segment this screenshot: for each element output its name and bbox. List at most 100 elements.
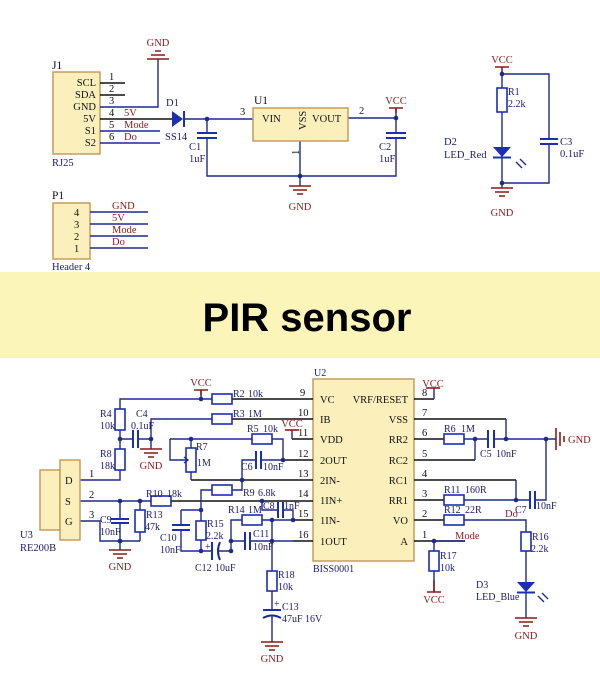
u2-pin-number: 15 <box>298 509 309 520</box>
u2-pin-label: VRF/RESET <box>353 395 409 406</box>
capacitor-icon <box>487 430 495 448</box>
u2-pin-label: 2IN- <box>320 476 340 487</box>
u3-pir-sensor <box>59 459 81 541</box>
c5-value: 10nF <box>496 449 517 460</box>
resistor-icon <box>195 520 207 541</box>
c2-ref: C2 <box>379 142 391 153</box>
p1-pin-number: 1 <box>74 244 79 255</box>
potentiometer-icon <box>185 447 197 473</box>
u2-pin-label: IB <box>320 415 331 426</box>
p1-net-label: 5V <box>112 213 125 224</box>
junction <box>259 498 265 504</box>
vcc-icon <box>495 66 509 72</box>
c9-ref: C9 <box>100 515 112 526</box>
resistor-icon <box>241 514 263 526</box>
j1-pin-label: 5V <box>83 114 96 125</box>
resistor-icon <box>211 393 233 405</box>
p1-pin-number: 3 <box>74 220 79 231</box>
u3-pin-number: 3 <box>89 510 94 521</box>
u2-pin-number: 16 <box>298 530 309 541</box>
c9-value: 10nF <box>100 527 121 538</box>
gnd-icon <box>515 617 537 627</box>
junction <box>393 115 399 121</box>
polarized-capacitor-plate <box>262 614 282 619</box>
capacitor-icon <box>111 518 129 524</box>
capacitor-icon <box>132 430 139 448</box>
u2-pin-label: 1IN- <box>320 516 340 527</box>
r5-ref: R5 <box>247 424 259 435</box>
p1-net-label: Do <box>112 237 125 248</box>
r10-ref: R10 <box>146 489 163 500</box>
net-label-mode: Mode <box>124 120 149 131</box>
resistor-icon <box>443 494 465 506</box>
diode-icon <box>172 111 183 127</box>
c11-value: 10nF <box>253 542 274 553</box>
c6-ref: C6 <box>241 462 253 473</box>
junction <box>239 477 245 483</box>
page-title: PIR sensor <box>203 296 412 340</box>
r1-value: 2.2k <box>508 99 526 110</box>
p1-ref: P1 <box>52 190 64 202</box>
d3-ref: D3 <box>476 580 488 591</box>
resistor-icon <box>211 413 233 425</box>
title-banner <box>0 272 600 358</box>
u1-regulator <box>252 107 349 142</box>
r15-value: 2.2k <box>206 531 224 542</box>
junction <box>228 548 234 554</box>
c1-value: 1uF <box>189 154 206 165</box>
r6-ref: R6 <box>444 424 456 435</box>
resistor-icon <box>114 448 126 471</box>
junction <box>188 436 194 442</box>
wire <box>501 72 550 188</box>
u2-pin-number: 3 <box>422 489 427 500</box>
junction <box>148 436 154 442</box>
junction <box>431 538 437 544</box>
u2-pin-label: VO <box>393 516 409 527</box>
u1-ref: U1 <box>254 95 268 107</box>
wire <box>90 211 148 249</box>
r18-value: 10k <box>278 582 293 593</box>
junction <box>280 457 286 463</box>
capacitor-icon <box>277 502 284 518</box>
gnd-label: GND <box>491 208 514 219</box>
d2-value: LED_Red <box>444 150 487 161</box>
r8-value: 18k <box>100 461 115 472</box>
r12-value: 22R <box>465 505 482 516</box>
r3-ref: R3 <box>233 409 245 420</box>
r14-ref: R14 <box>228 505 245 516</box>
p1-part: Header 4 <box>52 262 91 273</box>
c6-value: 10nF <box>263 462 284 473</box>
u3-pin-label: S <box>65 497 71 508</box>
u2-pin-label: 2OUT <box>320 456 347 467</box>
r17-value: 10k <box>440 563 455 574</box>
j1-pin-number: 6 <box>109 132 114 143</box>
capacitor-icon <box>386 132 406 139</box>
r9-value: 6.8k <box>258 488 276 499</box>
r4-value: 10k <box>100 421 115 432</box>
r4-ref: R4 <box>100 409 112 420</box>
resistor-icon <box>520 531 532 552</box>
junction <box>543 436 549 442</box>
r6-value: 1M <box>461 424 475 435</box>
u3-pin-number: 2 <box>89 490 94 501</box>
u2-pin-number: 5 <box>422 449 427 460</box>
r2-value: 10k <box>248 389 263 400</box>
r13-ref: R13 <box>146 510 163 521</box>
j1-pin-label: GND <box>73 102 96 113</box>
junction <box>198 396 204 402</box>
u2-pin-number: 14 <box>298 489 309 500</box>
j1-ref: J1 <box>52 60 62 72</box>
r13-value: 47k <box>145 522 160 533</box>
gnd-label: GND <box>261 654 284 665</box>
gnd-label: GND <box>109 562 132 573</box>
wire <box>100 82 172 120</box>
r9-ref: R9 <box>243 488 255 499</box>
r11-ref: R11 <box>444 485 460 496</box>
r12-ref: R12 <box>444 505 461 516</box>
c3-value: 0.1uF <box>560 149 584 160</box>
c7-value: 10nF <box>536 501 557 512</box>
p1-pin-number: 2 <box>74 232 79 243</box>
u2-pin-number: 4 <box>422 469 428 480</box>
net-label-5v: 5V <box>124 108 137 119</box>
u2-pin-label: RR1 <box>389 496 408 507</box>
